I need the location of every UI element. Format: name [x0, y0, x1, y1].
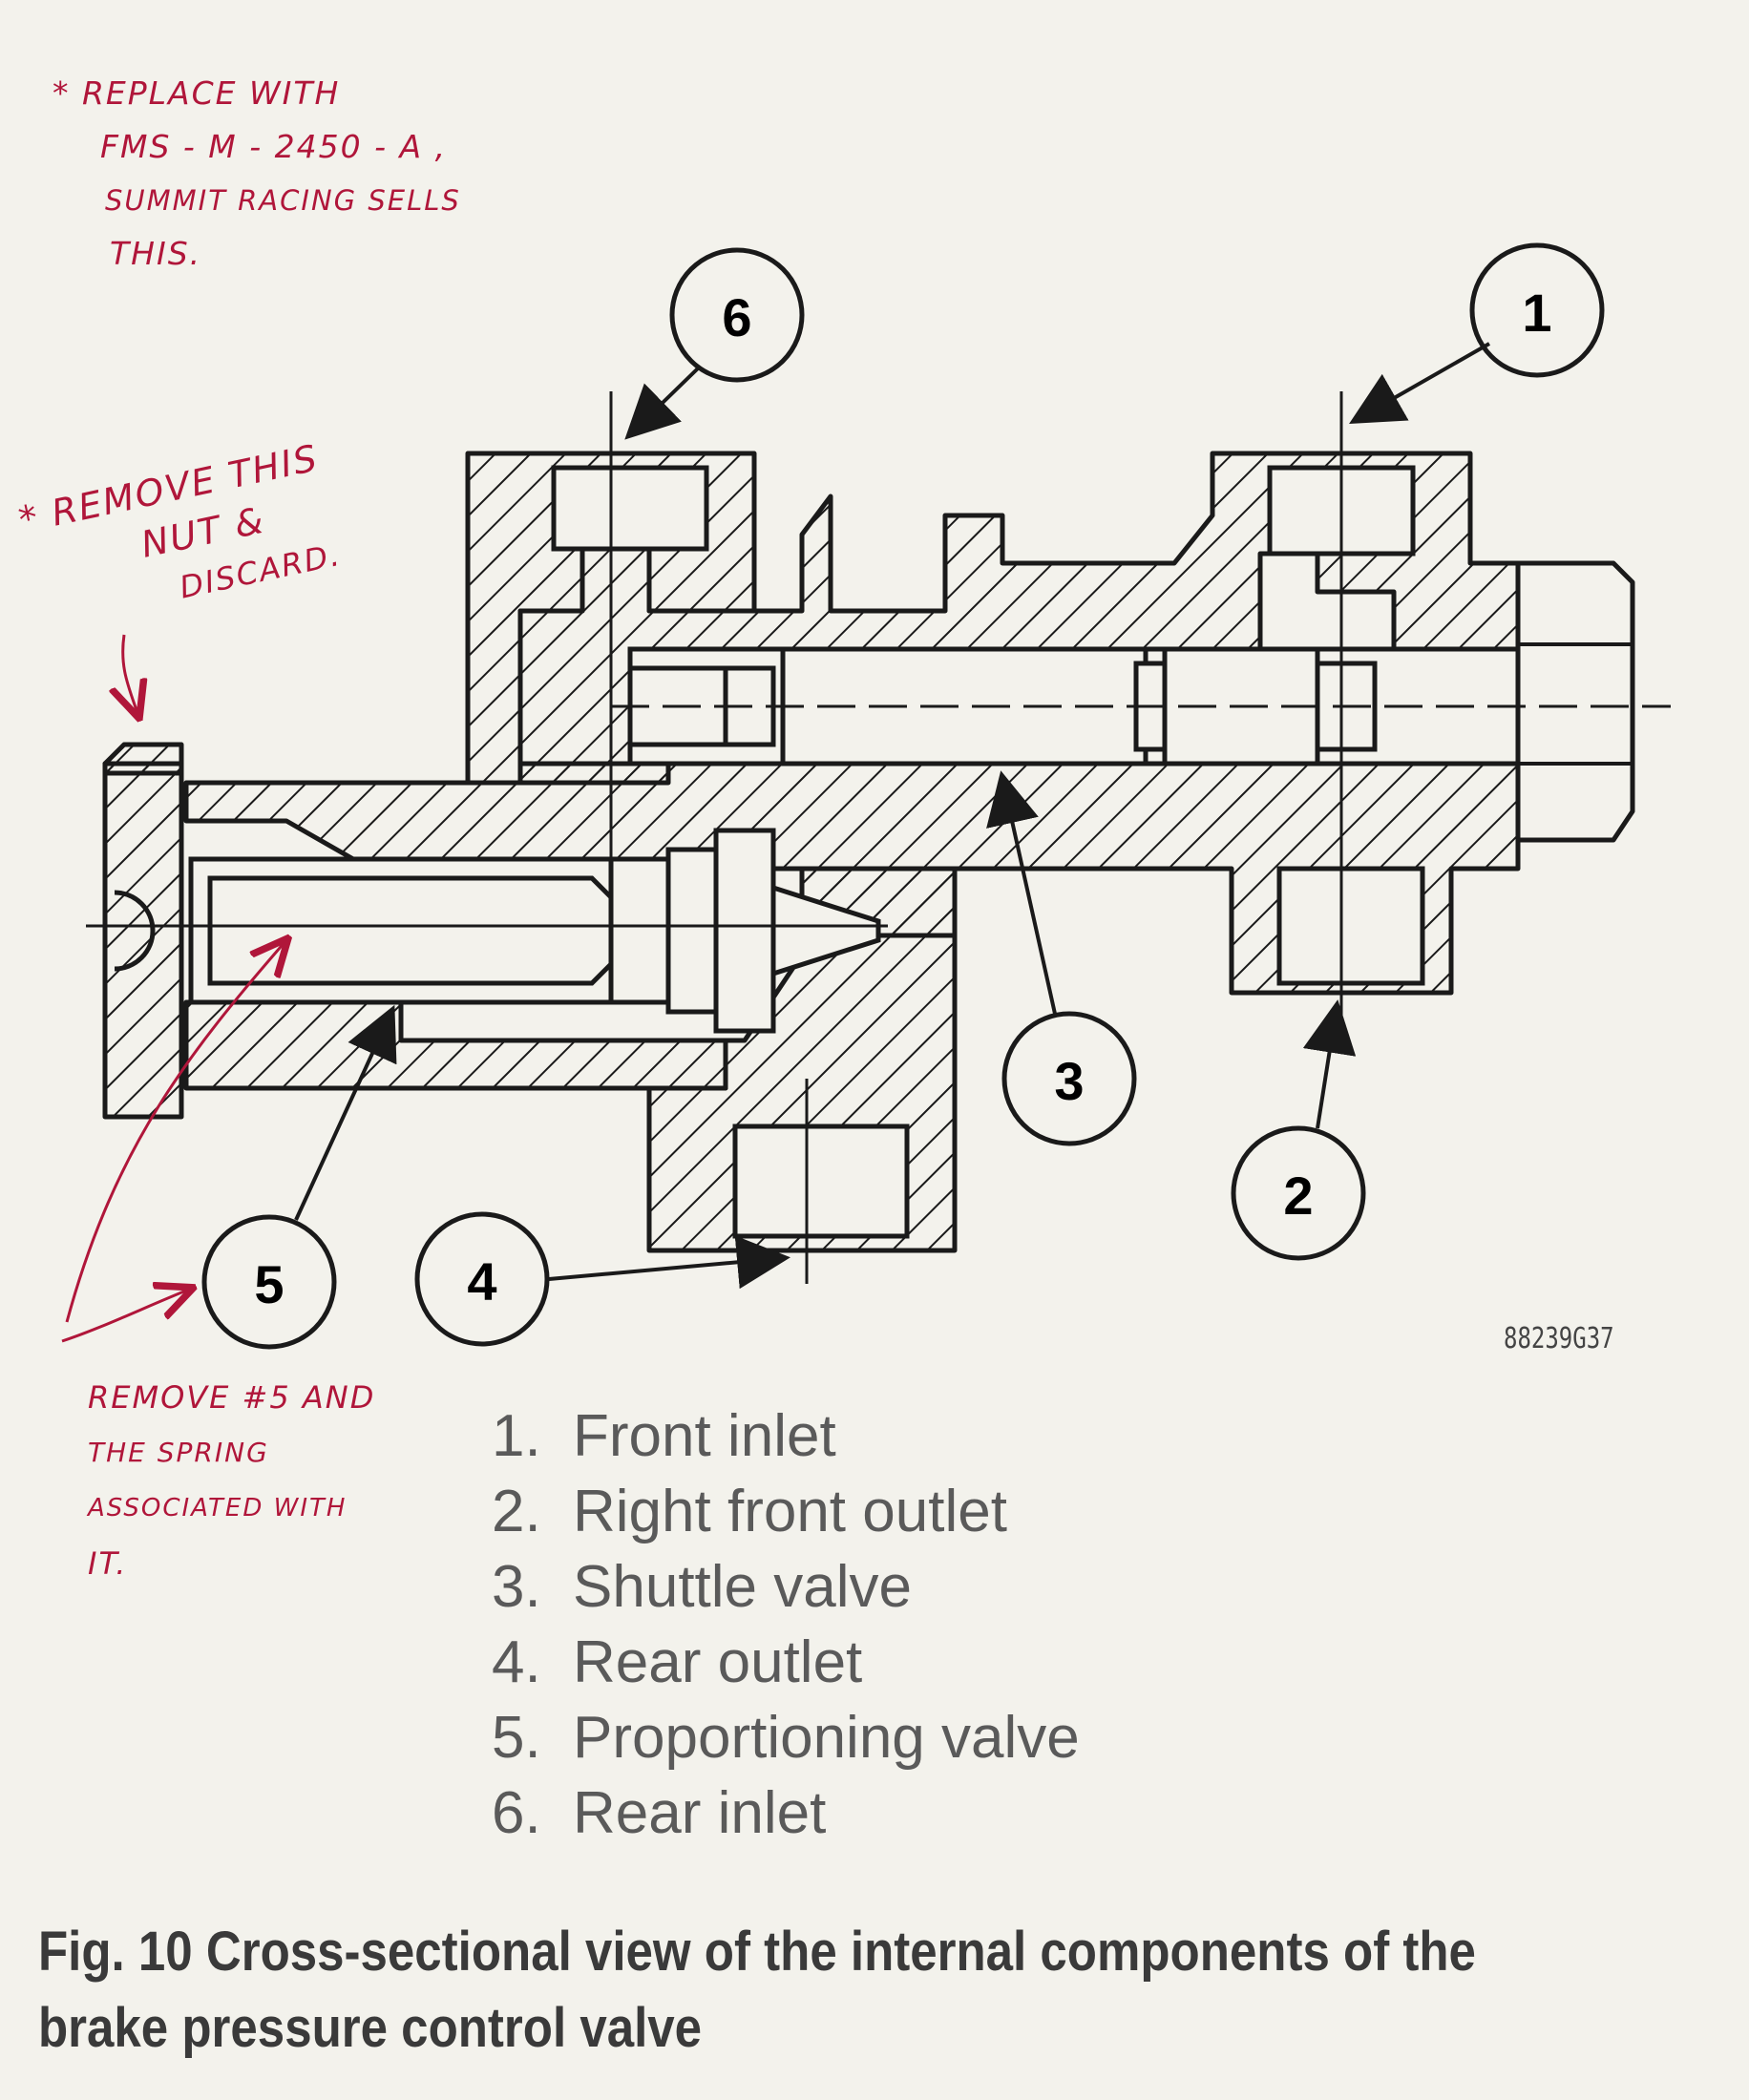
callout-2: 2	[1231, 999, 1366, 1261]
svg-text:2: 2	[1283, 1166, 1313, 1226]
legend-item: 2. Right front outlet	[492, 1474, 1080, 1549]
legend-number: 1.	[492, 1403, 541, 1469]
callout-5: 5	[201, 1004, 397, 1350]
callout-4: 4	[414, 1211, 790, 1347]
annotation-line: ASSOCIATED WITH	[88, 1494, 348, 1522]
annotation-line: * REPLACE WITH	[53, 74, 341, 112]
annotation-line: THE SPRING	[88, 1437, 269, 1468]
callout-3: 3	[986, 770, 1137, 1146]
legend-label: Front inlet	[573, 1403, 836, 1469]
legend-item: 3. Shuttle valve	[492, 1549, 1080, 1625]
legend-item: 5. Proportioning valve	[492, 1700, 1080, 1775]
annotation-line: THIS.	[110, 235, 202, 272]
legend-number: 4.	[492, 1629, 541, 1695]
parts-legend: 1. Front inlet 2. Right front outlet 3. Shu…	[492, 1398, 1080, 1851]
annotation-line: IT.	[88, 1545, 128, 1582]
legend-number: 6.	[492, 1780, 541, 1846]
legend-label: Rear inlet	[573, 1780, 827, 1846]
legend-number: 5.	[492, 1705, 541, 1771]
annotation-arrows	[61, 634, 286, 1343]
centerlines	[86, 391, 1671, 1284]
callouts: 6 1 3 2 5 4	[201, 242, 1605, 1350]
legend-item: 1. Front inlet	[492, 1398, 1080, 1474]
annotation-line: SUMMIT RACING SELLS	[105, 184, 461, 217]
svg-text:6: 6	[722, 287, 751, 347]
annotation-remove-5: REMOVE #5 AND THE SPRING ASSOCIATED WITH…	[88, 1370, 375, 1591]
svg-text:1: 1	[1522, 283, 1551, 343]
legend-label: Right front outlet	[573, 1479, 1007, 1544]
legend-label: Proportioning valve	[573, 1705, 1080, 1771]
legend-label: Shuttle valve	[573, 1554, 912, 1620]
svg-text:5: 5	[254, 1254, 284, 1314]
annotation-replace: * REPLACE WITH FMS - M - 2450 - A , SUMM…	[53, 67, 461, 281]
legend-label: Rear outlet	[573, 1629, 863, 1695]
svg-text:4: 4	[467, 1251, 496, 1312]
legend-item: 6. Rear inlet	[492, 1775, 1080, 1851]
legend-number: 3.	[492, 1554, 541, 1620]
callout-6: 6	[624, 247, 805, 440]
callout-1: 1	[1349, 242, 1605, 424]
annotation-line: FMS - M - 2450 - A ,	[100, 128, 448, 165]
legend-number: 2.	[492, 1479, 541, 1544]
svg-text:3: 3	[1054, 1051, 1084, 1111]
valve-internals	[114, 465, 1521, 1239]
figure-caption: Fig. 10 Cross-sectional view of the inte…	[38, 1921, 1476, 2059]
figure-code: 88239G37	[1504, 1322, 1614, 1355]
legend-item: 4. Rear outlet	[492, 1625, 1080, 1700]
annotation-line: REMOVE #5 AND	[88, 1379, 376, 1416]
